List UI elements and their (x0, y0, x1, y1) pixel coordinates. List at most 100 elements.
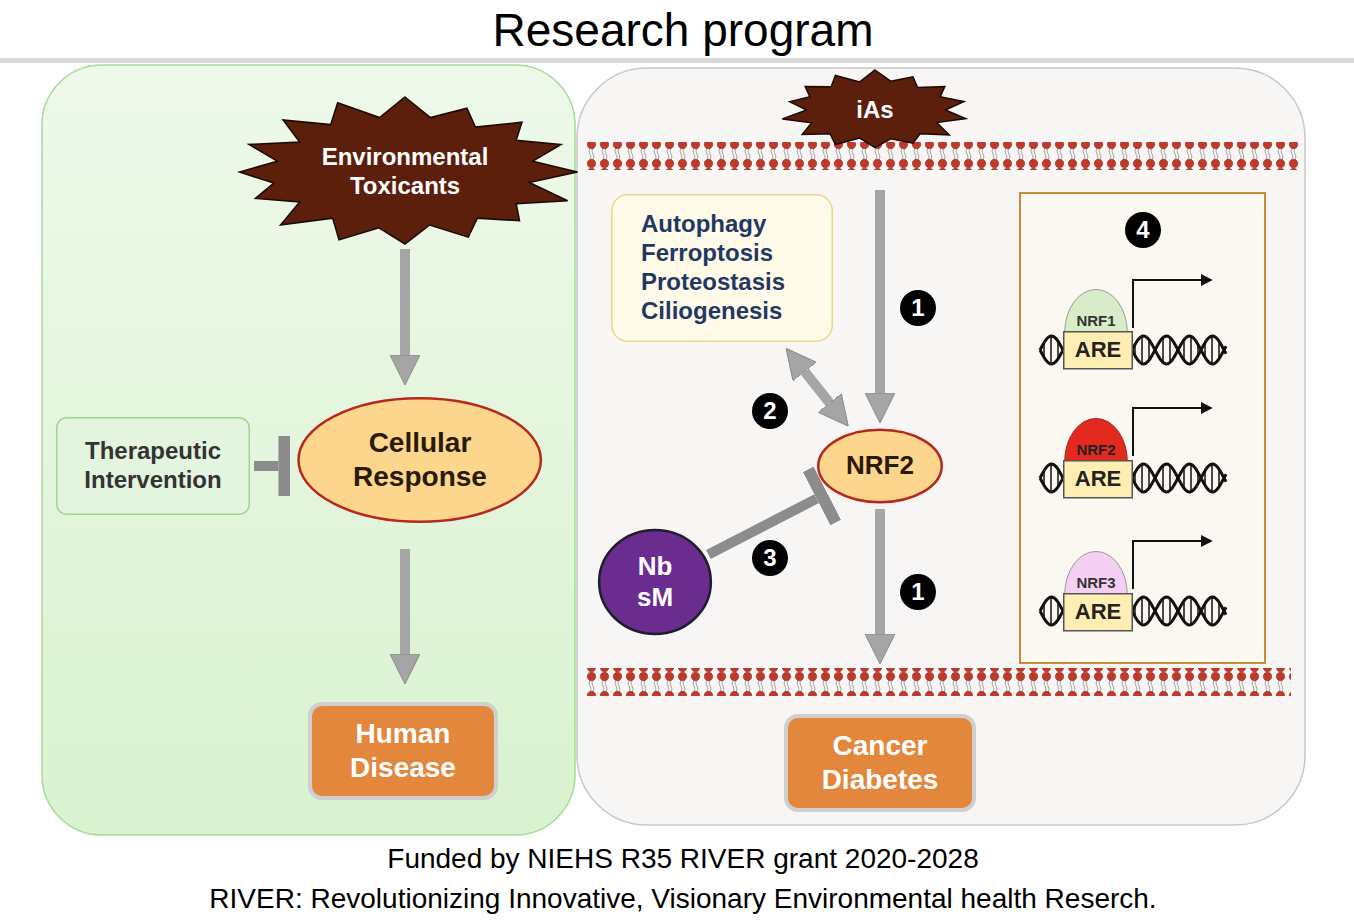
dna-rung (1155, 609, 1157, 613)
caption-line: RIVER: Revolutionizing Innovative, Visio… (209, 883, 1156, 915)
factor-cap-shape (1065, 418, 1128, 462)
dna-rung (1148, 468, 1150, 488)
dna-rung (1050, 597, 1052, 625)
dna-rung (1197, 472, 1199, 483)
dna-rung (1204, 604, 1206, 619)
are-box: ARE (1063, 460, 1133, 498)
dna-rung (1050, 464, 1052, 492)
are-box-text: ARE (1075, 337, 1121, 363)
callout-number: 4 (1125, 212, 1161, 248)
dna-rung (1155, 348, 1157, 352)
callout-number: 1 (900, 574, 936, 610)
right-panel (577, 68, 1305, 825)
arsenic-burst: iAs (780, 70, 970, 150)
dna-rung (1190, 464, 1192, 491)
disease-box-text: Cancer (833, 729, 928, 763)
dna-rung (1043, 343, 1045, 358)
are-box-shape (1064, 332, 1133, 369)
disease-box-text: Diabetes (822, 763, 939, 797)
dna-rung (1162, 599, 1164, 624)
are-box-text: ARE (1075, 599, 1121, 625)
dna-rung (1183, 601, 1185, 621)
dna-rung (1134, 344, 1136, 355)
toxicant-burst-shape (240, 97, 578, 244)
dna-rung (1176, 476, 1178, 480)
title-rule (0, 58, 1354, 63)
nrf2-ellipse: NRF2 (817, 429, 943, 503)
dna-rung (1057, 341, 1059, 359)
dna-rung (1141, 464, 1143, 491)
disease-box-shape (786, 716, 974, 810)
double-arrow-connector (805, 372, 830, 403)
dna-rung (1162, 466, 1164, 491)
process-box-text: Autophagy (641, 210, 766, 239)
transcription-arrow (1133, 541, 1202, 589)
response-ellipse-text: Cellular Response (335, 426, 505, 493)
factor-cap-text: NRF1 (1076, 312, 1115, 330)
dna-rung (1218, 341, 1220, 359)
dna-rung (1204, 471, 1206, 486)
dna-rung (1183, 468, 1185, 488)
process-box: AutophagyFerroptosisProteostasisCiliogen… (611, 194, 833, 342)
disease-box-text: Human Disease (318, 717, 488, 784)
dna-rung (1050, 336, 1052, 364)
disease-box-outline (308, 702, 498, 800)
arrow-connector (875, 509, 885, 634)
transcription-arrow (1133, 280, 1202, 328)
dna-rung (1169, 599, 1171, 624)
factor-cap: NRF1 (1064, 289, 1128, 333)
dna-rung (1148, 340, 1150, 360)
dna-rung (1162, 338, 1164, 363)
callout-number: 1 (900, 290, 936, 326)
dna-rung (1134, 472, 1136, 483)
arrow-connector (400, 549, 410, 654)
disease-box: Human Disease (308, 702, 498, 800)
are-box-shape (1064, 461, 1133, 498)
dna-rung (1211, 336, 1213, 364)
dna-rung (1169, 466, 1171, 491)
inhibitor-circle: Nb sM (598, 529, 712, 635)
dna-rung (1043, 471, 1045, 486)
inhibitor-circle-text: Nb sM (630, 551, 680, 613)
are-box: ARE (1063, 331, 1133, 369)
disease-box-shape (310, 704, 496, 798)
dna-rung (1211, 464, 1213, 492)
dna-rung (1148, 601, 1150, 621)
dna-rung (1141, 597, 1143, 624)
response-ellipse-shape (299, 398, 541, 521)
dna-rung (1134, 605, 1136, 616)
cell-membrane (585, 668, 1291, 696)
disease-box: CancerDiabetes (784, 714, 976, 812)
inhibitor-circle-shape (599, 530, 711, 634)
arrow-connector (875, 190, 885, 393)
dna-rung (1169, 338, 1171, 363)
title: Research program (493, 3, 874, 57)
dna-rung (1057, 602, 1059, 620)
dna-rung (1176, 348, 1178, 352)
inhibition-connector (254, 461, 278, 471)
factor-cap: NRF2 (1064, 418, 1128, 462)
dna-rung (1057, 469, 1059, 487)
factor-cap-shape (1065, 289, 1128, 333)
disease-box-outline (784, 714, 976, 812)
dna-rung (1197, 344, 1199, 355)
intervention-box: Therapeutic Intervention (56, 417, 250, 515)
factor-cap-shape (1065, 551, 1128, 595)
caption: Funded by NIEHS R35 RIVER grant 2020-202… (387, 843, 978, 875)
dna-rung (1176, 609, 1178, 613)
cell-membrane (585, 142, 1301, 170)
nucleus-box (1020, 193, 1265, 663)
callout-number: 3 (752, 540, 788, 576)
dna-rung (1218, 602, 1220, 620)
toxicant-burst: Environmental Toxicants (229, 97, 581, 247)
arsenic-burst-text: iAs (856, 96, 893, 125)
arrow-connector (400, 249, 410, 355)
dna-rung (1204, 343, 1206, 358)
dna-rung (1211, 597, 1213, 625)
nrf2-ellipse-shape (818, 430, 941, 503)
are-box: ARE (1063, 593, 1133, 631)
dna-rung (1190, 597, 1192, 624)
dna-rung (1190, 336, 1192, 363)
intervention-box-text: Therapeutic Intervention (63, 437, 243, 495)
